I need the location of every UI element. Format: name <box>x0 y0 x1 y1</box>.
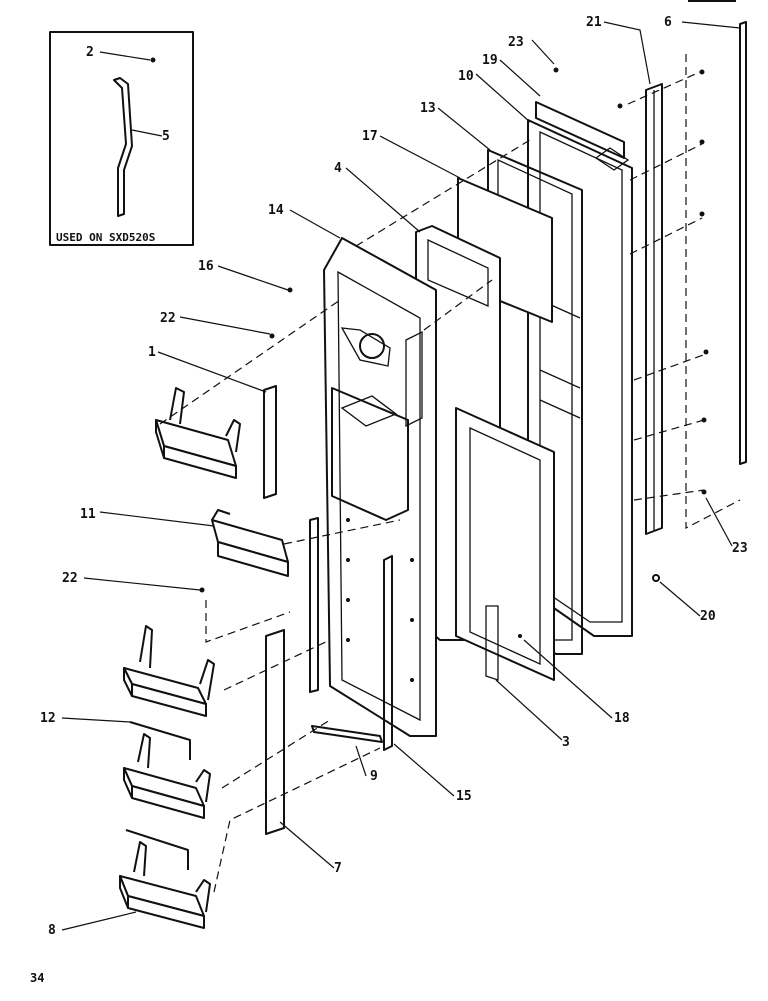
rail-part-9 <box>311 725 383 743</box>
dispenser-frame <box>323 237 437 737</box>
trim-strip-part-7 <box>265 629 285 835</box>
screw-part-2 <box>150 57 156 63</box>
callout-10: 10 <box>458 69 474 84</box>
screw-part-22b <box>199 587 205 593</box>
hinge-strip-part-21 <box>645 83 663 582</box>
leader-lines <box>61 21 741 931</box>
hinge-part-20 <box>652 574 660 582</box>
callout-1: 1 <box>148 345 156 360</box>
door-bin-part-1 <box>155 387 241 479</box>
bracket-part-5 <box>113 77 133 217</box>
header-rule <box>688 0 736 2</box>
panel-part-18 <box>455 407 555 681</box>
callout-7: 7 <box>334 861 342 876</box>
callout-2: 2 <box>86 45 94 60</box>
callout-14: 14 <box>268 203 284 218</box>
trim-strip-part-6 <box>739 21 747 465</box>
screw-part-22a <box>269 333 275 339</box>
bin-rail-part-12 <box>129 721 191 760</box>
screw-part-23b <box>701 489 707 495</box>
door-bin-part-12 <box>123 721 211 819</box>
page-number: 34 <box>30 971 44 985</box>
callout-22b: 22 <box>62 571 78 586</box>
callout-11: 11 <box>80 507 96 522</box>
callout-8: 8 <box>48 923 56 938</box>
screw-part-16 <box>287 287 293 293</box>
callout-13: 13 <box>420 101 436 116</box>
callout-17: 17 <box>362 129 378 144</box>
trim-strip-part-1 <box>263 385 277 499</box>
frame-holes <box>346 518 414 682</box>
callout-6: 6 <box>664 15 672 30</box>
callout-18: 18 <box>614 711 630 726</box>
screws <box>199 67 709 593</box>
callout-20: 20 <box>700 609 716 624</box>
callout-21: 21 <box>586 15 602 30</box>
callout-12: 12 <box>40 711 56 726</box>
callout-22a: 22 <box>160 311 176 326</box>
door-bin-part-22 <box>123 625 215 717</box>
callout-3: 3 <box>562 735 570 750</box>
rail-part-15 <box>383 555 393 751</box>
assembly-lines <box>159 54 741 893</box>
callout-23a: 23 <box>508 35 524 50</box>
inset-label: USED ON SXD520S <box>56 231 155 244</box>
inset-box: USED ON SXD520S <box>49 31 194 246</box>
callout-19: 19 <box>482 53 498 68</box>
callout-16: 16 <box>198 259 214 274</box>
door-bin-part-11 <box>211 509 289 577</box>
callout-5: 5 <box>162 129 170 144</box>
callout-9: 9 <box>370 769 378 784</box>
dispenser-motor <box>359 333 385 359</box>
callout-4: 4 <box>334 161 342 176</box>
side-rail-left <box>309 517 319 693</box>
callout-15: 15 <box>456 789 472 804</box>
callout-23b: 23 <box>732 541 748 556</box>
callouts: 2 5 14 16 22 1 11 22 12 8 7 9 15 3 18 20… <box>40 15 748 938</box>
door-bin-part-8 <box>119 829 211 929</box>
screw-part-23a <box>553 67 559 73</box>
